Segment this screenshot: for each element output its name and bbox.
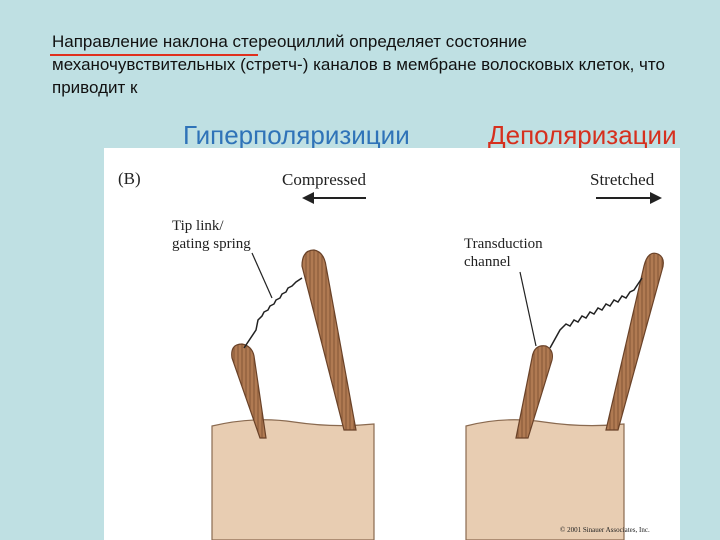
gating-spring-label: gating spring: [172, 236, 251, 252]
panel-letter: (B): [118, 169, 141, 188]
left-tall-stereocilium: [302, 250, 356, 430]
compressed-arrow-icon: [302, 192, 366, 204]
depolarization-label: Деполяризации: [488, 120, 677, 151]
transduction-label: Transduction: [464, 236, 543, 252]
compressed-label: Compressed: [282, 170, 367, 189]
left-cell-body: [212, 420, 374, 540]
stereocilia-figure: (B) Compressed Stretched Tip link/ gatin…: [104, 148, 680, 540]
stretched-arrow-icon: [596, 192, 662, 204]
right-tall-stereocilium: [606, 253, 663, 430]
right-cell-body: [466, 420, 624, 540]
tip-link-label: Tip link/: [172, 218, 224, 234]
copyright-text: © 2001 Sinauer Associates, Inc.: [560, 526, 650, 534]
stretched-label: Stretched: [590, 170, 655, 189]
channel-pointer: [520, 272, 536, 346]
channel-label: channel: [464, 254, 511, 270]
slide-heading: Направление наклона стереоциллий определ…: [52, 30, 692, 99]
red-underline: [50, 54, 258, 56]
hyperpolarization-label: Гиперполяризиции: [183, 120, 410, 151]
left-tip-link-spring: [244, 278, 302, 348]
tip-link-pointer: [252, 253, 272, 298]
